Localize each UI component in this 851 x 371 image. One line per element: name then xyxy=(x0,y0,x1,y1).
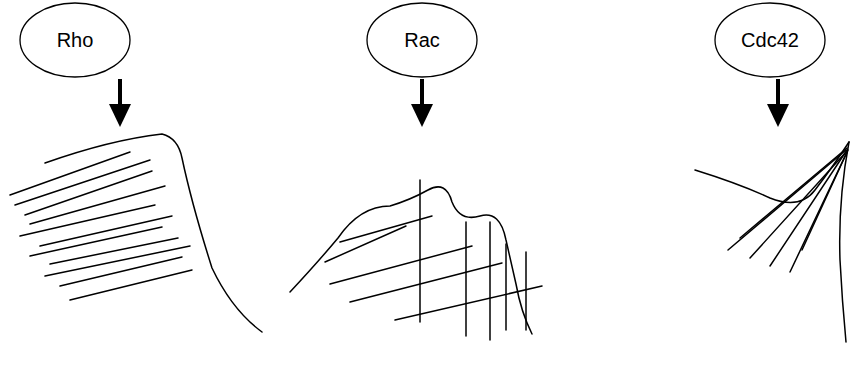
gtpase-ellipse: Cdc42 xyxy=(714,2,826,78)
stress-fibers xyxy=(10,134,262,332)
gtpase-ellipse: Rac xyxy=(366,2,478,78)
actin-fiber xyxy=(25,171,152,215)
arrow-head xyxy=(109,104,131,127)
actin-filament xyxy=(489,222,491,340)
actin-bundle xyxy=(728,150,846,250)
actin-filament xyxy=(330,246,472,284)
actin-filament xyxy=(340,216,432,242)
actin-fiber xyxy=(70,270,192,300)
gtpase-ellipse: Rho xyxy=(19,2,131,78)
lamellipodium xyxy=(290,180,542,340)
cell-edge xyxy=(695,142,849,203)
cell-edge xyxy=(45,134,262,332)
filopodium xyxy=(695,142,849,342)
actin-fiber xyxy=(15,160,150,205)
actin-fiber xyxy=(50,238,178,264)
ellipse-shape xyxy=(367,3,477,77)
actin-filament xyxy=(465,222,467,336)
actin-bundle xyxy=(750,152,846,258)
actin-filament xyxy=(525,252,527,330)
actin-filament xyxy=(350,263,502,302)
actin-fiber xyxy=(10,152,130,195)
effect-arrows xyxy=(109,79,789,127)
actin-filament xyxy=(419,180,421,322)
actin-fiber xyxy=(20,205,155,236)
cell-edge xyxy=(290,187,532,334)
actin-filament xyxy=(325,226,406,262)
ellipse-shape xyxy=(20,3,130,77)
actin-bundle xyxy=(740,148,847,238)
actin-filament xyxy=(395,286,542,320)
arrow-shaft xyxy=(118,79,122,106)
arrow-head xyxy=(767,104,789,127)
actin-bundle xyxy=(770,150,847,266)
actin-fiber xyxy=(30,227,162,256)
gtpase-name: Cdc42 xyxy=(741,29,799,51)
cell-edge xyxy=(840,142,849,342)
actin-fiber xyxy=(60,257,182,286)
actin-filament xyxy=(505,244,507,330)
actin-bundle xyxy=(802,150,848,250)
arrow-shaft xyxy=(420,79,424,106)
gtpase-name: Rho xyxy=(57,29,94,51)
gtpase-name: Rac xyxy=(404,29,440,51)
arrow-shaft xyxy=(776,79,780,106)
ellipse-shape xyxy=(715,3,825,77)
arrow-head xyxy=(411,104,433,127)
actin-fiber xyxy=(40,216,172,246)
